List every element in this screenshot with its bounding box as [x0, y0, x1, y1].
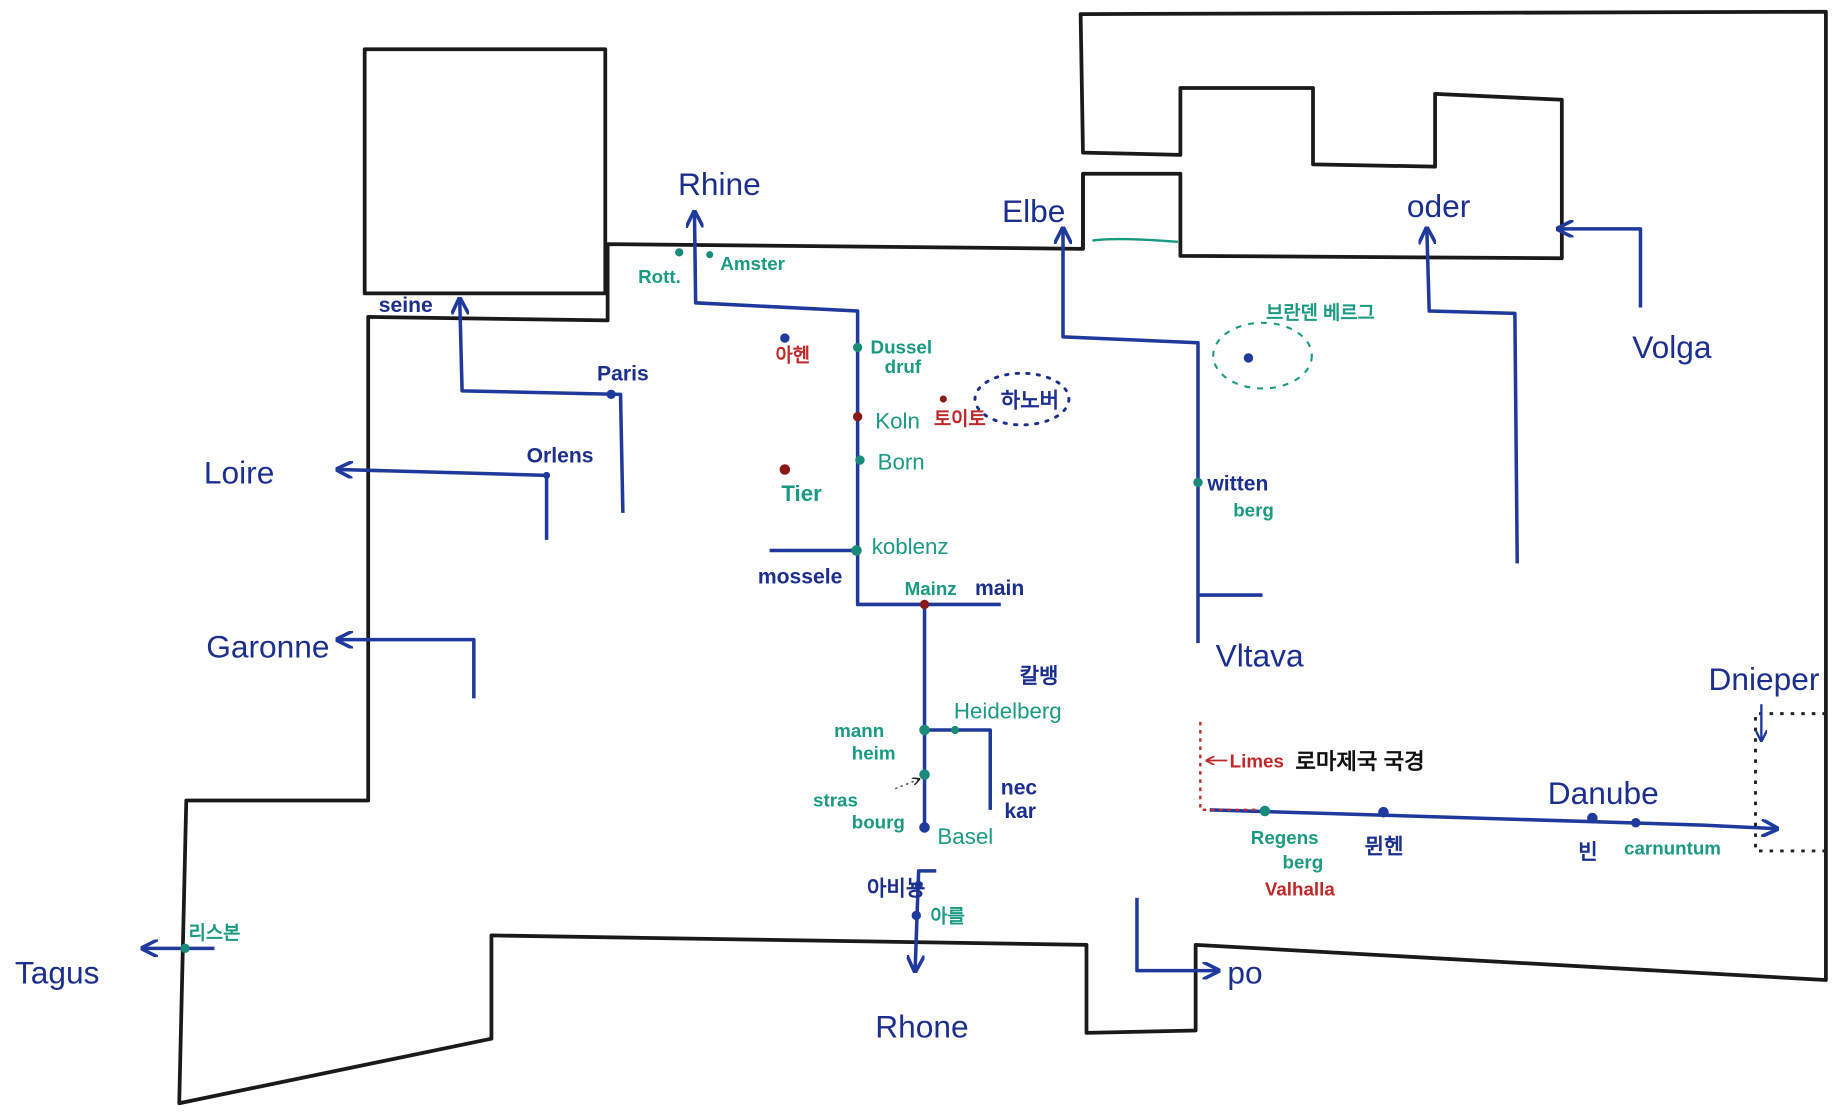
strasbourg-label-2: bourg — [852, 812, 905, 833]
lisbon-marker — [180, 943, 190, 954]
strasbourg-marker — [919, 769, 930, 780]
mainland-outline — [177, 9, 1828, 1106]
vltava-label: Vltava — [1216, 638, 1304, 674]
dnieper-label: Dnieper — [1709, 661, 1820, 697]
avignon-label: 아비뇽 — [867, 877, 925, 901]
orleans-label: Orlens — [527, 444, 594, 467]
mosel-label: mossele — [758, 565, 843, 588]
neckar-label-2: kar — [1004, 800, 1036, 823]
bonn-label: Born — [878, 449, 925, 474]
aachen-marker — [780, 333, 790, 343]
koln-marker — [852, 411, 863, 422]
tagus-label: Tagus — [15, 955, 100, 991]
orleans-marker — [543, 471, 551, 479]
loire-label: Loire — [204, 455, 274, 491]
teutoburg-marker — [939, 395, 947, 403]
limes-label: Limes — [1230, 751, 1284, 772]
wittenberg-marker — [1193, 477, 1203, 488]
regensburg-label-1: Regens — [1251, 827, 1319, 848]
paris-label: Paris — [597, 362, 649, 385]
wittenberg-label-1: witten — [1206, 473, 1268, 496]
rotterdam-marker — [675, 248, 684, 257]
lisbon-label: 리스본 — [189, 922, 241, 943]
po-label: po — [1227, 955, 1262, 991]
bonn-marker — [855, 455, 865, 465]
rhone-label: Rhone — [875, 1009, 968, 1045]
avignon-marker — [914, 880, 923, 890]
amsterdam-marker — [706, 251, 714, 259]
brandenburg-region — [1212, 321, 1313, 390]
teutoburg-label: 토이토 — [934, 408, 986, 429]
dusseldorf-label-1: Dussel — [871, 336, 933, 357]
arles-marker — [911, 910, 921, 921]
strasbourg-label-1: stras — [813, 789, 858, 810]
river-labels: Rhine Elbe oder Volga seine Loire Garonn… — [15, 166, 1820, 1045]
garonne-river — [339, 640, 476, 699]
regensburg-marker — [1259, 805, 1271, 817]
main-label: main — [975, 577, 1024, 600]
koblenz-marker — [851, 545, 862, 556]
arles-label: 아를 — [930, 906, 965, 927]
paris-marker — [606, 389, 616, 400]
dnieper-region — [1754, 712, 1826, 853]
dusseldorf-label-2: druf — [885, 356, 922, 377]
regensburg-label-2: berg — [1282, 852, 1323, 873]
mannheim-label-1: mann — [834, 720, 884, 741]
dusseldorf-marker — [852, 342, 863, 353]
munich-marker — [1378, 806, 1389, 818]
oder-label: oder — [1407, 188, 1471, 224]
wittenberg-label-2: berg — [1233, 499, 1274, 520]
danube-label: Danube — [1548, 775, 1659, 811]
city-labels: Rott. Amster Dussel druf 아헨 Koln 토이토 하노버… — [189, 253, 1721, 943]
basel-marker — [919, 822, 930, 833]
hannover-label: 하노버 — [1001, 388, 1059, 412]
hannover-region — [973, 371, 1071, 427]
mannheim-marker — [919, 724, 930, 736]
carnuntum-marker — [1631, 818, 1641, 828]
brandenburg-label: 브란덴 베르그 — [1266, 302, 1375, 323]
kiel-canal — [1092, 237, 1179, 243]
neckar-river — [924, 728, 993, 810]
neckar-label-1: nec — [1001, 777, 1038, 800]
elbe-river — [1063, 230, 1200, 644]
koln-label: Koln — [875, 408, 920, 433]
brandenburg-marker — [1243, 353, 1254, 363]
garonne-label: Garonne — [206, 628, 329, 664]
seine-river — [460, 300, 625, 513]
mainz-marker — [919, 599, 930, 610]
aachen-label: 아헨 — [775, 344, 810, 365]
trier-marker — [779, 464, 791, 475]
vienna-label: 빈 — [1578, 840, 1597, 864]
strasbourg-pointer — [894, 779, 918, 790]
volga-label: Volga — [1632, 329, 1712, 365]
karlsruhe-label: 칼뱅 — [1020, 664, 1059, 688]
volga-river — [1559, 229, 1643, 308]
heidelberg-marker — [950, 725, 960, 735]
city-markers — [180, 248, 1641, 954]
rhine-label: Rhine — [678, 166, 761, 202]
oder-river — [1427, 230, 1519, 564]
danube-river — [1209, 808, 1776, 829]
heidelberg-label: Heidelberg — [954, 698, 1062, 723]
rivers — [144, 214, 1775, 971]
rhine-river — [694, 214, 927, 828]
mannheim-label-2: heim — [852, 742, 896, 763]
koblenz-label: koblenz — [872, 534, 949, 559]
vienna-marker — [1587, 812, 1598, 824]
elbe-label: Elbe — [1002, 193, 1065, 229]
po-river — [1135, 897, 1217, 971]
rhone-river — [915, 869, 937, 970]
valhalla-label: Valhalla — [1265, 879, 1335, 900]
basel-label: Basel — [937, 824, 993, 849]
amsterdam-label: Amster — [720, 253, 785, 274]
coastlines — [177, 9, 1828, 1106]
limes-korean-label: 로마제국 국경 — [1295, 749, 1424, 774]
seine-label: seine — [379, 294, 433, 317]
rotterdam-label: Rott. — [638, 266, 681, 287]
mainz-label: Mainz — [905, 578, 957, 599]
britain-outline — [362, 47, 608, 296]
munich-label: 뮌헨 — [1365, 834, 1404, 858]
trier-label: Tier — [781, 481, 822, 506]
carnuntum-label: carnuntum — [1624, 837, 1721, 858]
